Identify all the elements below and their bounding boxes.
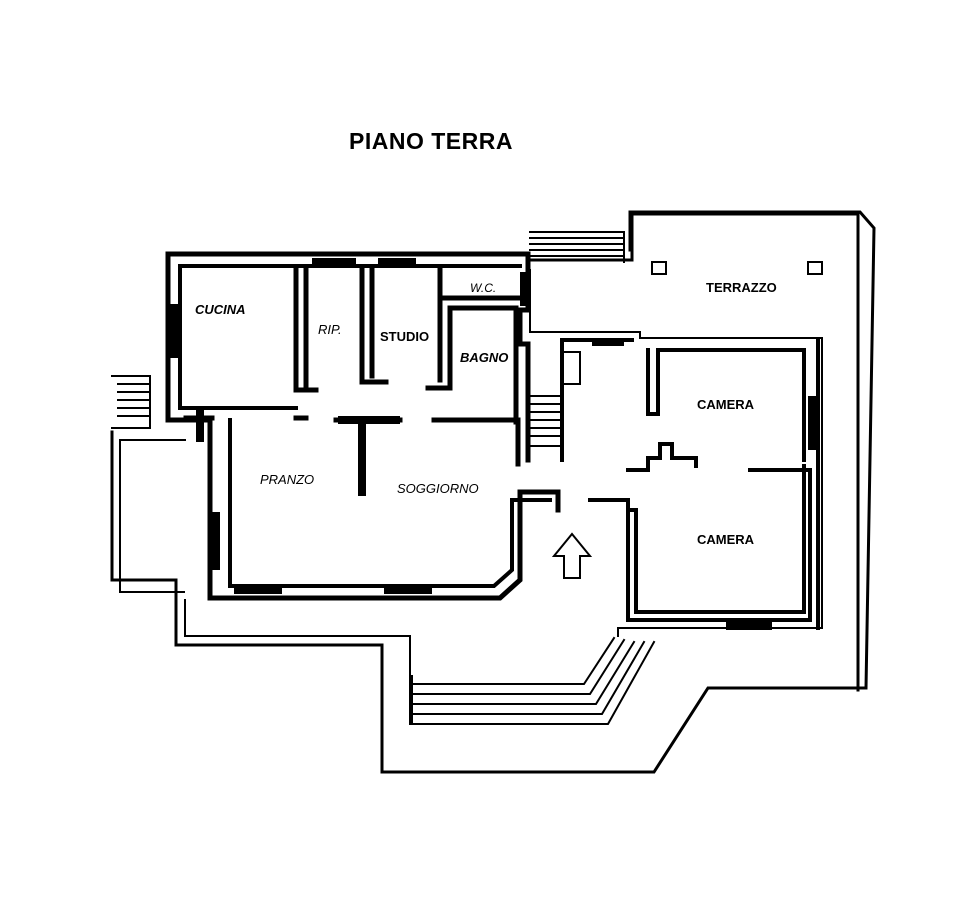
planter-2: [807, 261, 823, 275]
room-label-pranzo: PRANZO: [260, 472, 314, 487]
fireplace: [626, 442, 698, 472]
partition-hall: [183, 415, 521, 467]
partition-cucina: [293, 267, 389, 393]
partition-studio: [425, 267, 521, 425]
room-label-rip: RIP.: [318, 322, 342, 337]
page-title: PIANO TERRA: [349, 128, 513, 154]
windows: [170, 258, 816, 630]
up-arrow-icon: [551, 532, 593, 579]
room-label-soggiorno: SOGGIORNO: [397, 481, 479, 496]
stairs-interior: [529, 351, 581, 447]
room-label-camera-2: CAMERA: [697, 532, 755, 547]
room-label-terrazzo: TERRAZZO: [706, 280, 777, 295]
planter-1: [651, 261, 667, 275]
room-label-bagno: BAGNO: [460, 350, 508, 365]
stairs-front: [411, 636, 656, 725]
house-walls-outer: [165, 251, 561, 601]
stairs-left: [111, 375, 151, 429]
outer-boundary: [110, 210, 876, 774]
terrazzo-inner: [529, 269, 823, 637]
stairs-top: [529, 231, 625, 263]
room-label-wc: W.C.: [470, 281, 496, 295]
camera-walls: [560, 338, 820, 630]
room-label-studio: STUDIO: [380, 329, 429, 344]
room-label-cucina: CUCINA: [195, 302, 246, 317]
terrazzo-boundary: [528, 212, 860, 692]
room-label-camera-1: CAMERA: [697, 397, 755, 412]
partition-tee: [338, 416, 400, 496]
